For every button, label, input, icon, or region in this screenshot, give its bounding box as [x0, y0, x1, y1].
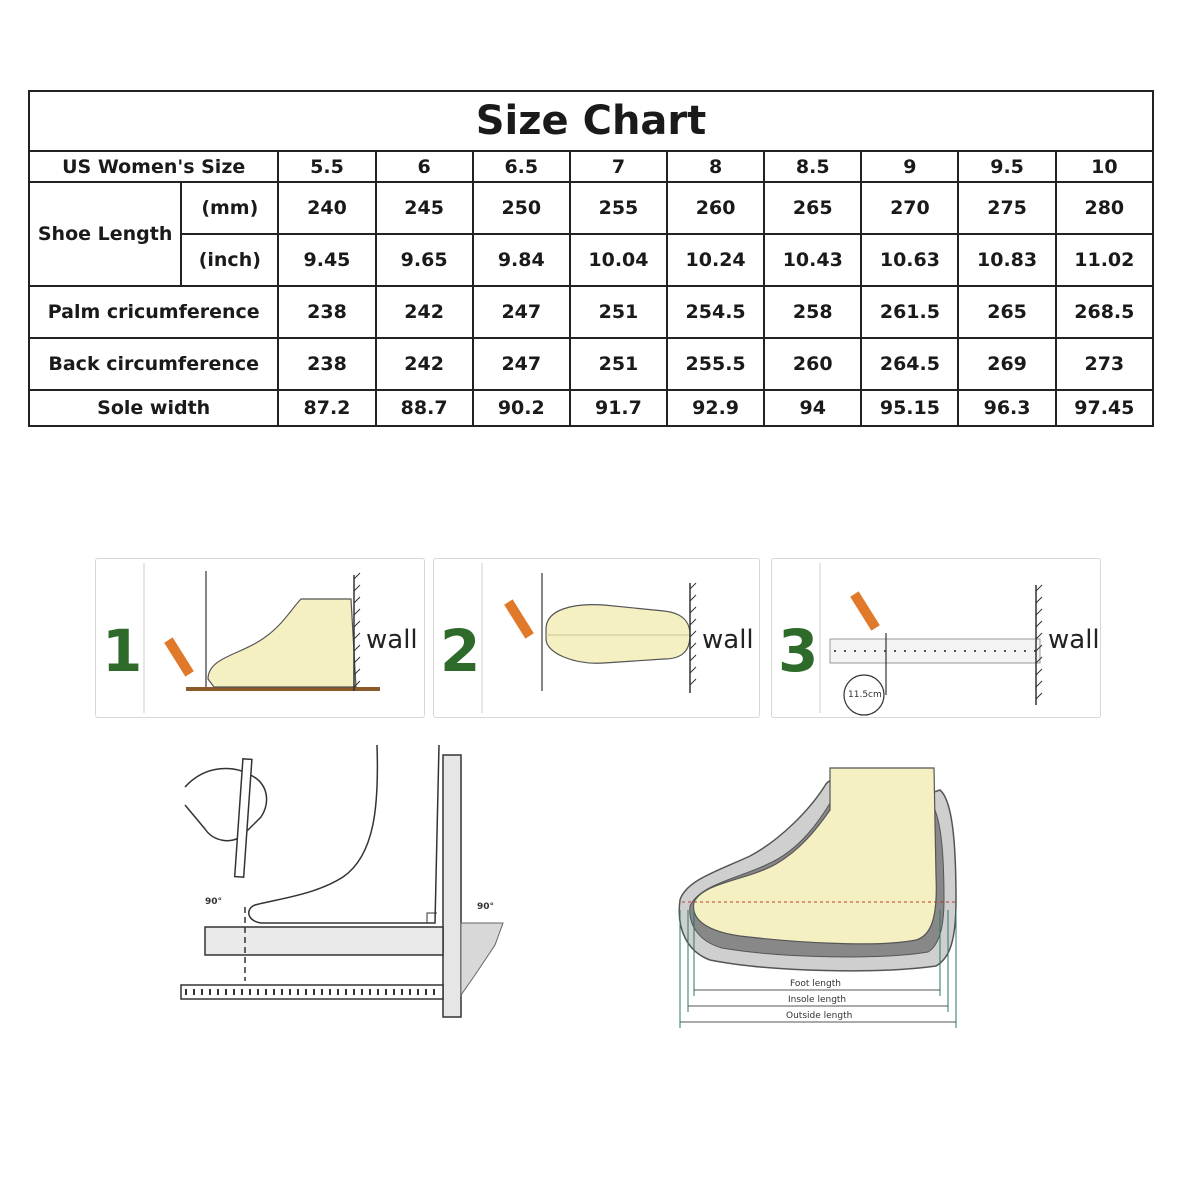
- mm-cell: 250: [471, 181, 571, 235]
- size-cell: 7: [568, 150, 669, 183]
- mm-unit-label: (mm): [180, 181, 280, 235]
- step-2-panel: 2 wall: [433, 558, 760, 718]
- inch-cell: 10.83: [957, 233, 1057, 287]
- step-1-wall-label: wall: [366, 625, 418, 655]
- shoe-length-illustration: [678, 767, 957, 1028]
- size-row: US Women's Size 5.5 6 6.5 7 8 8.5 9 9.5 …: [27, 150, 1155, 183]
- inch-cell: 10.24: [666, 233, 766, 287]
- size-cell: 8.5: [763, 150, 863, 183]
- sole-cell: 97.45: [1054, 389, 1155, 427]
- back-cell: 251: [568, 337, 669, 391]
- step-3-reading: 11.5cm: [848, 690, 882, 700]
- step-3-wall-label: wall: [1048, 625, 1100, 655]
- size-cell: 5.5: [277, 150, 377, 183]
- shoe-length-diagram: Foot length Insole length Outside length: [660, 760, 980, 1040]
- insole-length-label: Insole length: [788, 995, 847, 1005]
- step-3-panel: 3 11.5cm wall: [771, 558, 1101, 718]
- sole-cell: 96.3: [957, 389, 1057, 427]
- palm-circumference-row: Palm cricumference 238 242 247 251 254.5…: [27, 285, 1155, 339]
- step-2-wall-label: wall: [702, 625, 754, 655]
- sole-width-row: Sole width 87.2 88.7 90.2 91.7 92.9 94 9…: [27, 389, 1155, 427]
- size-cell: 6.5: [471, 150, 571, 183]
- palm-cell: 261.5: [860, 285, 960, 339]
- foot-tracing-diagram: 90° 90°: [165, 744, 515, 1025]
- mm-cell: 265: [763, 181, 863, 235]
- mm-cell: 260: [666, 181, 766, 235]
- step-2-illustration: [481, 563, 697, 713]
- angle-label-right: 90°: [477, 902, 495, 912]
- palm-label: Palm cricumference: [27, 285, 280, 339]
- inch-cell: 9.45: [277, 233, 377, 287]
- step-3-number: 3: [778, 617, 819, 685]
- foot-tracing-illustration: [180, 744, 504, 1018]
- sole-label: Sole width: [27, 389, 280, 427]
- size-row-label: US Women's Size: [27, 150, 280, 183]
- palm-cell: 238: [277, 285, 377, 339]
- step-2-number: 2: [440, 617, 481, 685]
- sole-cell: 92.9: [666, 389, 766, 427]
- inch-cell: 10.63: [860, 233, 960, 287]
- measurement-steps: 1 wall 2 wall 3: [95, 558, 1105, 718]
- palm-cell: 247: [471, 285, 571, 339]
- inch-unit-label: (inch): [180, 233, 280, 287]
- inch-cell: 9.84: [471, 233, 571, 287]
- back-cell: 273: [1054, 337, 1155, 391]
- angle-label-left: 90°: [205, 897, 223, 907]
- back-cell: 242: [374, 337, 474, 391]
- step-1-illustration: [143, 563, 380, 713]
- back-cell: 247: [471, 337, 571, 391]
- sole-cell: 87.2: [277, 389, 377, 427]
- size-cell: 6: [374, 150, 474, 183]
- shoe-length-mm-row: Shoe Length (mm) 240 245 250 255 260 265…: [27, 181, 1155, 287]
- mm-cell: 245: [374, 181, 474, 235]
- back-cell: 264.5: [860, 337, 960, 391]
- size-cell: 10: [1054, 150, 1155, 183]
- back-cell: 269: [957, 337, 1057, 391]
- inch-cell: 10.04: [568, 233, 669, 287]
- step-1-panel: 1 wall: [95, 558, 425, 718]
- step-3-illustration: [819, 563, 1043, 716]
- mm-cell: 275: [957, 181, 1057, 235]
- inch-cell: 10.43: [763, 233, 863, 287]
- mm-cell: 270: [860, 181, 960, 235]
- size-cell: 8: [666, 150, 766, 183]
- back-label: Back circumference: [27, 337, 280, 391]
- back-circumference-row: Back circumference 238 242 247 251 255.5…: [27, 337, 1155, 391]
- sole-cell: 90.2: [471, 389, 571, 427]
- size-cell: 9: [860, 150, 960, 183]
- foot-length-label: Foot length: [790, 979, 841, 989]
- palm-cell: 258: [763, 285, 863, 339]
- back-cell: 238: [277, 337, 377, 391]
- step-1-number: 1: [102, 617, 143, 685]
- palm-cell: 242: [374, 285, 474, 339]
- sole-cell: 95.15: [860, 389, 960, 427]
- sole-cell: 88.7: [374, 389, 474, 427]
- shoe-length-inch-row: (inch) 9.45 9.65 9.84 10.04 10.24 10.43 …: [29, 233, 1155, 287]
- palm-cell: 268.5: [1054, 285, 1155, 339]
- palm-cell: 251: [568, 285, 669, 339]
- mm-cell: 240: [277, 181, 377, 235]
- palm-cell: 265: [957, 285, 1057, 339]
- sole-cell: 91.7: [568, 389, 669, 427]
- size-cell: 9.5: [957, 150, 1057, 183]
- sole-cell: 94: [763, 389, 863, 427]
- outside-length-label: Outside length: [786, 1011, 853, 1021]
- mm-cell: 255: [568, 181, 669, 235]
- page-title: Size Chart: [28, 90, 1154, 152]
- size-chart-table: Size Chart US Women's Size 5.5 6 6.5 7 8…: [27, 90, 1155, 427]
- back-cell: 255.5: [666, 337, 766, 391]
- back-cell: 260: [763, 337, 863, 391]
- mm-cell: 280: [1054, 181, 1155, 235]
- inch-cell: 9.65: [374, 233, 474, 287]
- inch-cell: 11.02: [1054, 233, 1155, 287]
- shoe-length-label: Shoe Length: [27, 181, 183, 287]
- palm-cell: 254.5: [666, 285, 766, 339]
